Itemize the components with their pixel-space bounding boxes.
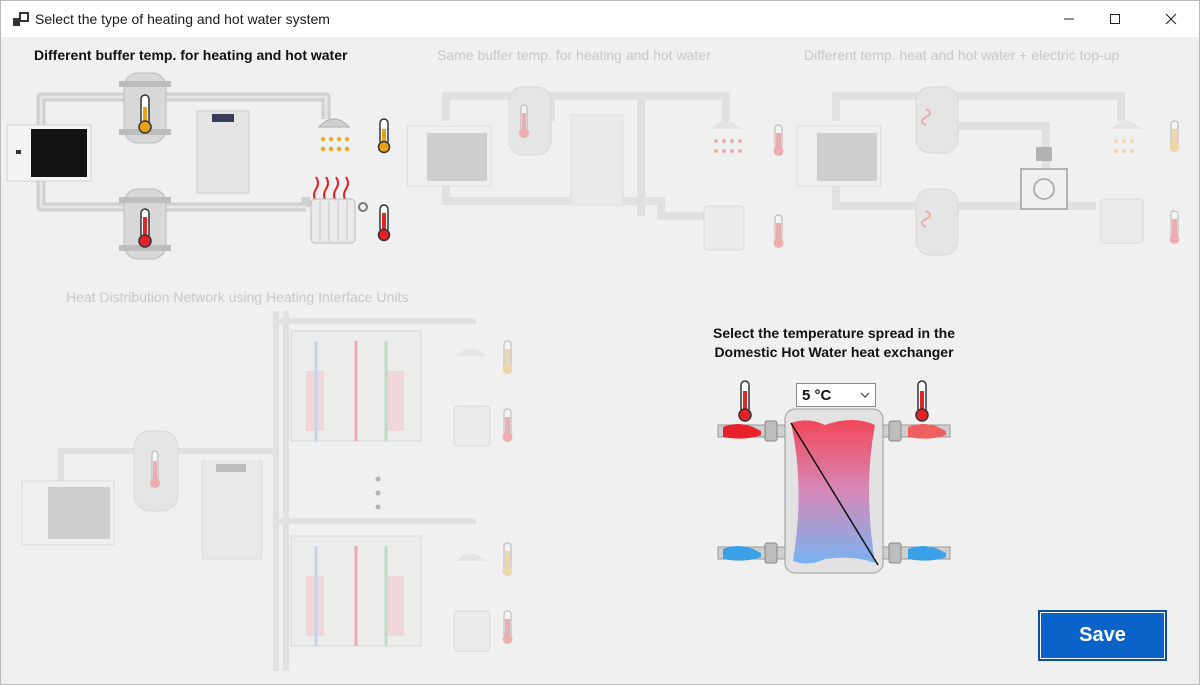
app-icon bbox=[13, 12, 29, 26]
heat-exchanger-diagram bbox=[717, 380, 951, 574]
title-bar: Select the type of heating and hot water… bbox=[1, 1, 1199, 37]
hot-flow-out bbox=[908, 424, 946, 439]
option-2-diagram[interactable] bbox=[401, 81, 796, 261]
cold-flow-out bbox=[908, 546, 946, 561]
temperature-spread-value: 5 °C bbox=[802, 387, 832, 404]
thermometer-icon bbox=[138, 208, 152, 248]
spread-title-line2: Domestic Hot Water heat exchanger bbox=[714, 344, 954, 360]
option-4-title[interactable]: Heat Distribution Network using Heating … bbox=[66, 289, 409, 305]
option-1-diagram[interactable] bbox=[1, 67, 411, 267]
option-4-diagram[interactable] bbox=[16, 311, 536, 676]
cold-flow-in bbox=[723, 546, 761, 561]
spread-title-line1: Select the temperature spread in the bbox=[713, 325, 955, 341]
maximize-icon bbox=[1110, 14, 1120, 24]
window-title: Select the type of heating and hot water… bbox=[35, 11, 330, 27]
thermometer-icon bbox=[377, 118, 391, 154]
heat-pump-fan bbox=[31, 129, 87, 177]
minimize-icon bbox=[1064, 18, 1074, 20]
option-1-title[interactable]: Different buffer temp. for heating and h… bbox=[34, 47, 348, 63]
hot-flow-in bbox=[723, 424, 761, 439]
chevron-down-icon bbox=[860, 392, 870, 398]
close-icon bbox=[1165, 13, 1177, 25]
maximize-button[interactable] bbox=[1092, 1, 1138, 37]
option-3-title[interactable]: Different temp. heat and hot water + ele… bbox=[804, 47, 1120, 63]
thermometer-icon bbox=[738, 380, 752, 422]
option-3-diagram[interactable] bbox=[791, 81, 1191, 261]
thermometer-icon bbox=[915, 380, 929, 422]
minimize-button[interactable] bbox=[1046, 1, 1092, 37]
save-button[interactable]: Save bbox=[1038, 610, 1167, 661]
close-button[interactable] bbox=[1148, 1, 1194, 37]
hiu-unit-top bbox=[290, 330, 422, 442]
option-2-title[interactable]: Same buffer temp. for heating and hot wa… bbox=[437, 47, 711, 63]
shower-icon bbox=[317, 118, 351, 152]
spread-title: Select the temperature spread in the Dom… bbox=[691, 324, 977, 362]
temperature-spread-select[interactable]: 5 °C bbox=[796, 383, 876, 407]
thermometer-icon bbox=[138, 94, 152, 134]
indoor-unit bbox=[196, 110, 250, 194]
thermometer-icon bbox=[377, 204, 391, 242]
hiu-unit-bottom bbox=[290, 535, 422, 647]
radiator-icon bbox=[310, 176, 368, 244]
